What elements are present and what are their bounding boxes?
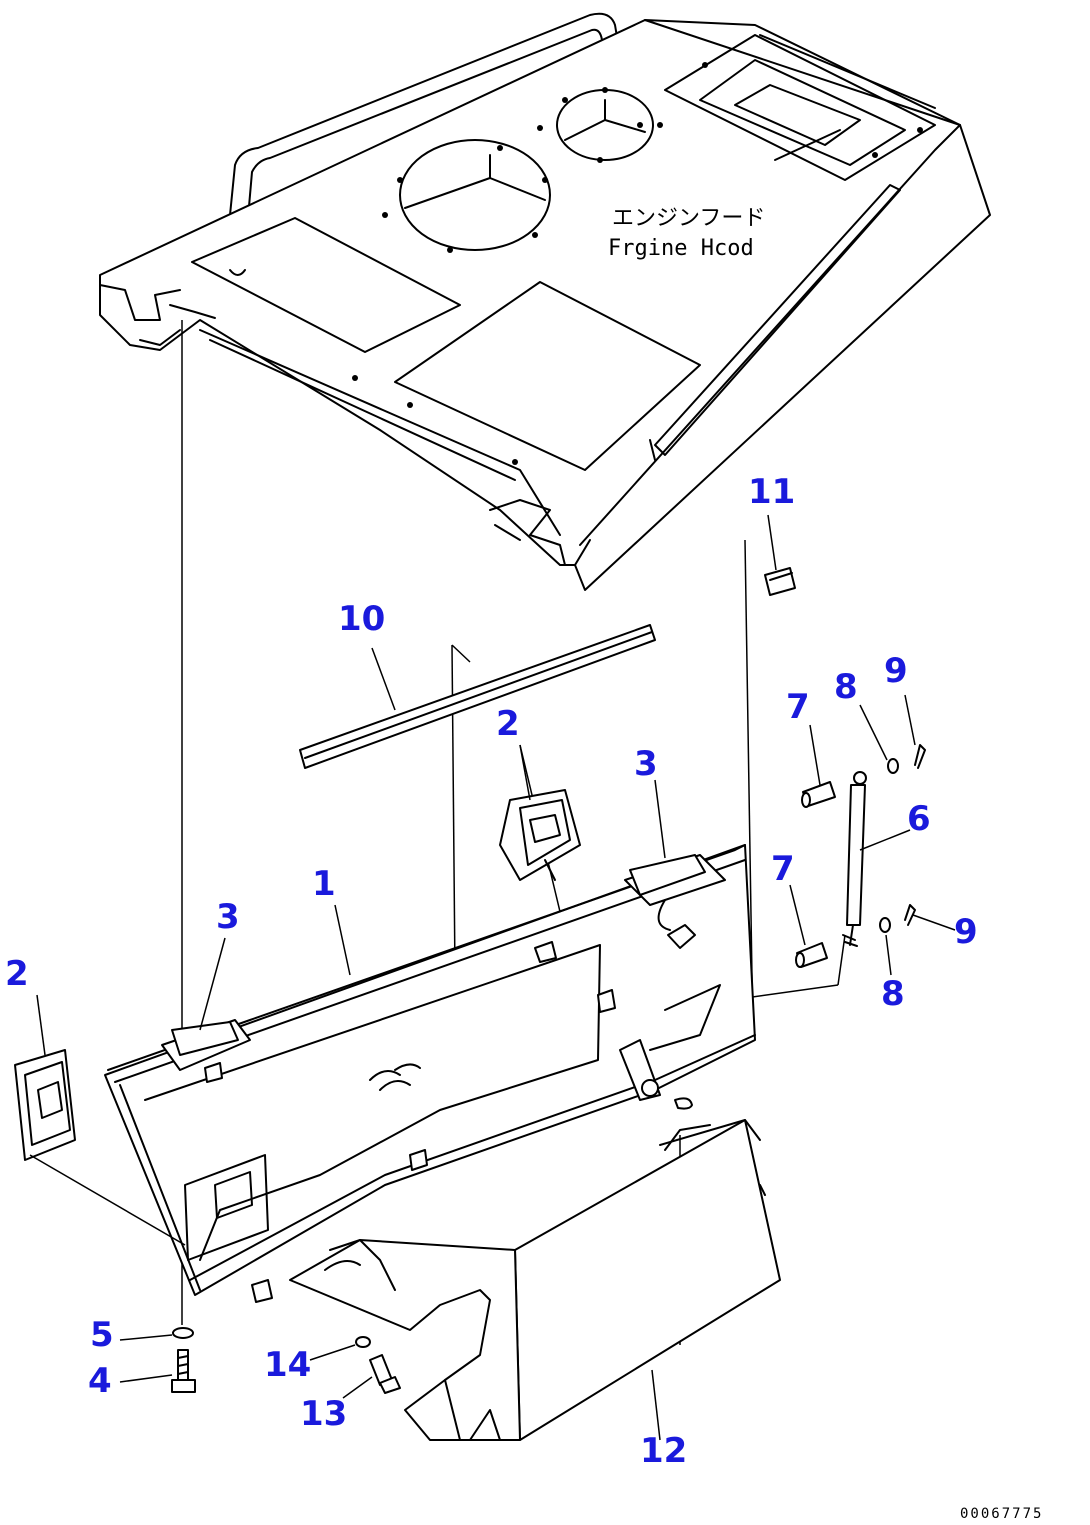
leader-lines xyxy=(36,514,956,1441)
callout-2-right: 2 xyxy=(496,704,520,744)
callout-13: 13 xyxy=(300,1394,347,1434)
callout-7-lower: 7 xyxy=(771,849,795,889)
callout-9-upper: 9 xyxy=(884,651,908,691)
callout-5: 5 xyxy=(90,1315,114,1355)
washer-upper xyxy=(887,758,899,774)
callout-8-upper: 8 xyxy=(834,667,858,707)
small-washer xyxy=(355,1336,371,1348)
engine-hood-label-en: Frgine Hcod xyxy=(608,236,754,261)
latch-box-left xyxy=(14,1049,186,1246)
clip-lower xyxy=(904,904,916,926)
latch-box-right xyxy=(499,789,581,881)
callout-3-right: 3 xyxy=(634,744,658,784)
callout-9-lower: 9 xyxy=(954,912,978,952)
callout-2-left: 2 xyxy=(5,954,29,994)
engine-hood-label: エンジンフード Frgine Hcod xyxy=(608,206,765,261)
engine-hood-label-jp: エンジンフード xyxy=(612,206,765,231)
pin-lower xyxy=(795,942,828,968)
gas-spring xyxy=(842,771,867,947)
callout-1: 1 xyxy=(312,864,336,904)
rubber-bumper xyxy=(764,567,796,596)
callout-10: 10 xyxy=(338,599,385,639)
small-bolt xyxy=(369,1354,401,1394)
callout-8-lower: 8 xyxy=(881,974,905,1014)
weather-strip xyxy=(299,624,656,769)
engine-hood xyxy=(99,12,991,591)
washer-lower xyxy=(879,917,891,933)
bolt xyxy=(171,1349,196,1393)
lower-cover xyxy=(289,1119,781,1441)
washer xyxy=(172,1327,194,1339)
callout-numbers: 1 2 2 3 3 4 5 6 7 7 8 8 9 9 10 11 12 13 … xyxy=(5,472,978,1471)
callout-3-left: 3 xyxy=(216,897,240,937)
drawing-code: 00067775 xyxy=(960,1506,1043,1522)
callout-12: 12 xyxy=(640,1431,687,1471)
callout-4: 4 xyxy=(88,1361,112,1401)
callout-7-upper: 7 xyxy=(786,687,810,727)
pin-upper xyxy=(801,781,836,808)
callout-11: 11 xyxy=(748,472,795,512)
side-door-panel xyxy=(104,844,756,1303)
clip-upper xyxy=(914,744,926,769)
callout-14: 14 xyxy=(264,1345,311,1385)
callout-6: 6 xyxy=(907,799,931,839)
